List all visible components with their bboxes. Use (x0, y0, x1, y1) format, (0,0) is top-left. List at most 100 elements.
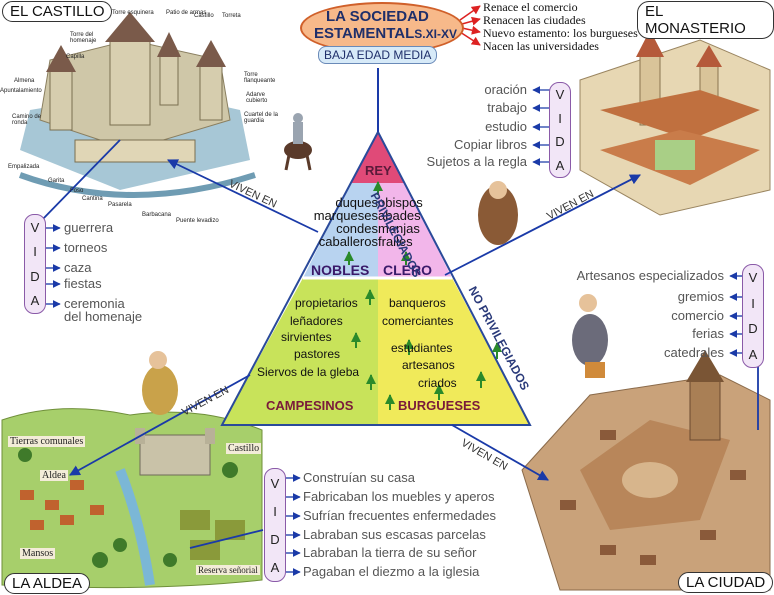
castle-part-label: Adarve cubierto (246, 92, 268, 104)
monasterio-vida-item: Sujetos a la regla (426, 154, 527, 169)
castillo-vida-item: ceremonia (64, 296, 125, 311)
label-monasterio: EL MONASTERIO (637, 1, 774, 39)
monasterio-vida-item: estudio (485, 119, 527, 134)
vida-letter: A (270, 559, 280, 575)
vida-pill-monasterio: V I D A (549, 82, 571, 178)
castle-part-label: Capilla (66, 54, 85, 60)
ciudad-vida-item: ferias (692, 326, 724, 341)
title-oval (300, 2, 464, 54)
cause-item: Renace el comercio (483, 0, 578, 14)
cause-arrows (459, 5, 481, 46)
burgueses-member: comerciantes (382, 314, 454, 328)
castle-part-label: Torre esquinera (112, 10, 154, 16)
label-castillo: EL CASTILLO (2, 1, 113, 22)
social-pyramid (220, 129, 532, 426)
castle-part-label: Barbacana (142, 212, 172, 218)
castle-part-label: Patio de armas (166, 10, 207, 16)
monastery-illustration (579, 30, 771, 216)
village-map-illustration (1, 408, 263, 589)
vida-pill-aldea: V I D A (264, 468, 286, 582)
ciudad-vida-item: comercio (671, 308, 724, 323)
village-label: Aldea (40, 470, 68, 481)
castle-part-label: Cantina (82, 196, 103, 202)
peasant-figure (142, 351, 178, 415)
aldea-vida-item: Labraban la tierra de su señor (303, 545, 477, 560)
vida-letter: V (555, 87, 565, 103)
vida-letter: A (748, 346, 758, 362)
ciudad-vida-item: Artesanos especializados (576, 268, 724, 283)
city-illustration (521, 350, 771, 591)
pyramid-clero: CLERO (383, 262, 432, 278)
vida-letter: I (558, 110, 562, 126)
castle-part-label: Torre del homenaje (70, 32, 97, 44)
campesinos-member: pastores (294, 347, 341, 361)
castle-part-label: Castillo (194, 13, 214, 19)
castle-part-label: Apuntalamiento (0, 88, 42, 94)
vida-letter: D (270, 531, 280, 547)
title-subtitle: BAJA EDAD MEDIA (318, 46, 438, 64)
castle-part-label: Almena (14, 78, 35, 84)
vida-letter: V (30, 219, 40, 235)
clero-member: obispos (378, 195, 423, 210)
vida-letter: V (748, 270, 758, 286)
monasterio-vida-item: trabajo (487, 100, 527, 115)
vida-letter: I (273, 503, 277, 519)
vida-pill-ciudad: V I D A (742, 264, 764, 368)
ciudad-vida-item: gremios (677, 289, 724, 304)
pyramid-burgueses: BURGUESES (398, 398, 481, 413)
nobles-member: duques (335, 195, 378, 210)
monasterio-vida-item: oración (484, 82, 527, 97)
title-line1: LA SOCIEDAD (326, 8, 429, 25)
castillo-vida-item: fiestas (64, 276, 102, 291)
castle-part-label: Empalizada (8, 164, 40, 170)
artisan-figure (572, 294, 608, 378)
castle-part-label: Pasarela (108, 202, 132, 208)
castillo-vida-item: caza (64, 260, 92, 275)
burgueses-member: criados (418, 376, 457, 390)
castle-part-label: Torreta (222, 13, 241, 19)
aldea-vida-item: Sufrían frecuentes enfermedades (303, 508, 496, 523)
monk-figure (478, 181, 518, 245)
castle-part-label: Foso (70, 188, 84, 194)
burgueses-member: banqueros (389, 296, 446, 310)
title-line2: ESTAMENTALS.XI-XV (314, 25, 457, 42)
vida-letter: V (270, 475, 280, 491)
vida-letter: A (555, 157, 565, 173)
vida-item-arrows (46, 86, 742, 576)
nobles-member: condes (336, 221, 378, 236)
clero-member: abades (378, 208, 421, 223)
viven-en-arrows (39, 139, 764, 549)
monasterio-vida-item: Copiar libros (454, 137, 527, 152)
vida-pill-castillo: V I D A (24, 214, 46, 314)
title-suffix: S.XI-XV (414, 27, 457, 41)
aldea-vida-item: Labraban sus escasas parcelas (303, 527, 486, 542)
castillo-vida-item: torneos (64, 240, 108, 255)
nobles-member: caballeros (318, 234, 378, 249)
campesinos-member: propietarios (295, 296, 358, 310)
clero-members: obispos abades monjas frailes (378, 196, 428, 248)
vida-letter: A (30, 293, 40, 309)
pyramid-nobles: NOBLES (311, 262, 370, 278)
title-line2-text: ESTAMENTAL (314, 25, 415, 42)
village-label: Reserva señorial (196, 565, 260, 575)
clero-member: monjas (378, 221, 420, 236)
cause-item: Nacen las universidades (483, 39, 599, 53)
castillo-vida-item: del homenaje (64, 309, 143, 324)
nobles-members: duques marqueses condes caballeros (306, 196, 378, 248)
cause-item: Renacen las ciudades (483, 13, 586, 27)
vida-letter: D (748, 321, 758, 337)
pyramid-campesinos: CAMPESINOS (266, 398, 354, 413)
village-label: Mansos (20, 548, 56, 559)
vida-letter: D (30, 268, 40, 284)
aldea-vida-item: Construían su casa (303, 470, 416, 485)
castle-part-label: Puente levadizo (176, 218, 219, 224)
burgueses-member: estudiantes (391, 341, 453, 355)
aldea-vida-item: Pagaban el diezmo a la iglesia (303, 564, 480, 579)
pyramid-up-arrows (344, 181, 502, 410)
castle-part-label: Garita (48, 178, 65, 184)
knight-figure (284, 113, 312, 171)
campesinos-member: sirvientes (281, 330, 332, 344)
castle-part-label: Cuartel de la guardia (244, 112, 279, 124)
